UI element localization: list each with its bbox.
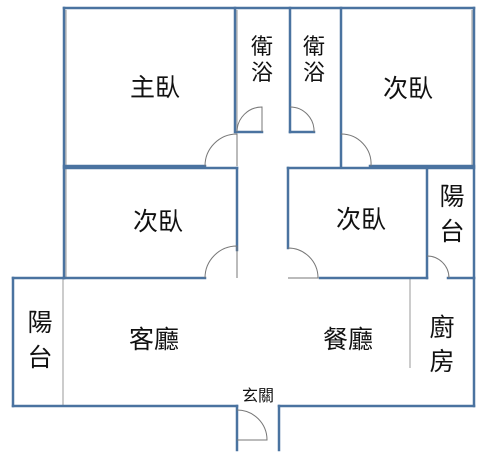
label-bathroom-right-1: 衛 — [303, 35, 325, 60]
label-master-bedroom: 主臥 — [130, 73, 180, 102]
door-balcony-right — [426, 255, 450, 279]
door-bath-right — [289, 106, 315, 133]
label-bedroom-top-right: 次臥 — [383, 74, 433, 103]
label-balcony-left-1: 陽 — [27, 308, 52, 337]
label-balcony-right-2: 台 — [439, 217, 464, 246]
door-master — [204, 133, 238, 167]
door-midleft — [204, 245, 238, 279]
doors — [204, 106, 450, 441]
label-balcony-right-1: 陽 — [439, 182, 464, 211]
label-living-room: 客廳 — [129, 325, 179, 354]
label-bedroom-middle-left: 次臥 — [133, 207, 183, 236]
door-topright — [340, 133, 372, 167]
label-kitchen-1: 廚 — [429, 313, 454, 342]
label-bedroom-middle-right: 次臥 — [336, 205, 386, 234]
door-entrance — [236, 409, 268, 441]
label-bathroom-right-2: 浴 — [303, 61, 325, 86]
door-bath-left — [236, 106, 263, 133]
label-balcony-left-2: 台 — [27, 343, 52, 372]
label-kitchen-2: 房 — [429, 347, 454, 376]
label-bathroom-left-2: 浴 — [251, 61, 273, 86]
walls — [11, 6, 476, 452]
door-midright — [287, 247, 319, 279]
label-bathroom-left-1: 衛 — [251, 35, 273, 60]
label-entrance: 玄關 — [242, 386, 274, 405]
label-dining-room: 餐廳 — [323, 325, 373, 354]
room-labels: 主臥 次臥 衛 浴 衛 浴 次臥 次臥 陽 台 陽 台 客廳 餐廳 廚 房 玄關 — [27, 35, 464, 405]
